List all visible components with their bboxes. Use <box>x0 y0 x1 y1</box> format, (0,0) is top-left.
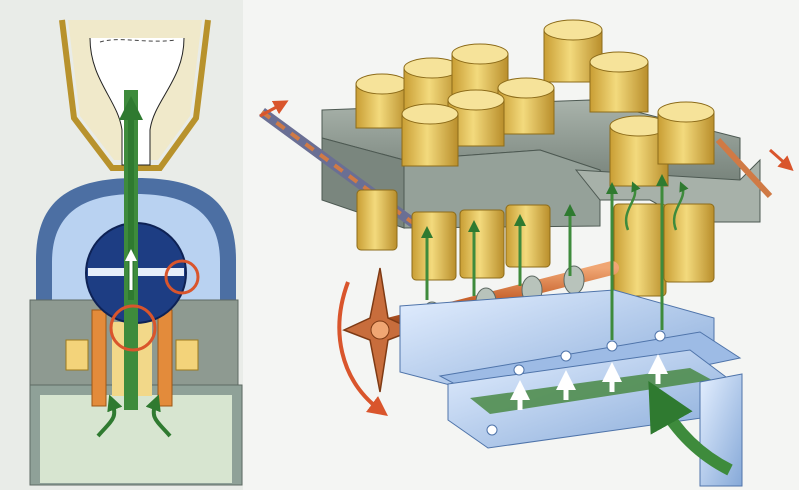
cup <box>497 77 555 135</box>
right-panel <box>259 19 794 487</box>
cup <box>657 101 715 165</box>
transfer-chain-right <box>715 137 794 199</box>
highlight-ring-upper <box>164 259 200 295</box>
cup <box>401 103 459 167</box>
cup <box>589 51 649 113</box>
cup <box>355 73 409 129</box>
left-panel <box>29 19 243 486</box>
air-inlet-arrows <box>96 394 172 438</box>
air-inlet-pipe <box>648 373 743 487</box>
crank-handle <box>337 267 416 417</box>
vacuum-flow-lines <box>421 174 689 340</box>
highlight-ring-lower <box>109 304 157 352</box>
flow-column <box>119 90 143 410</box>
suction-cup-rows <box>355 19 715 187</box>
